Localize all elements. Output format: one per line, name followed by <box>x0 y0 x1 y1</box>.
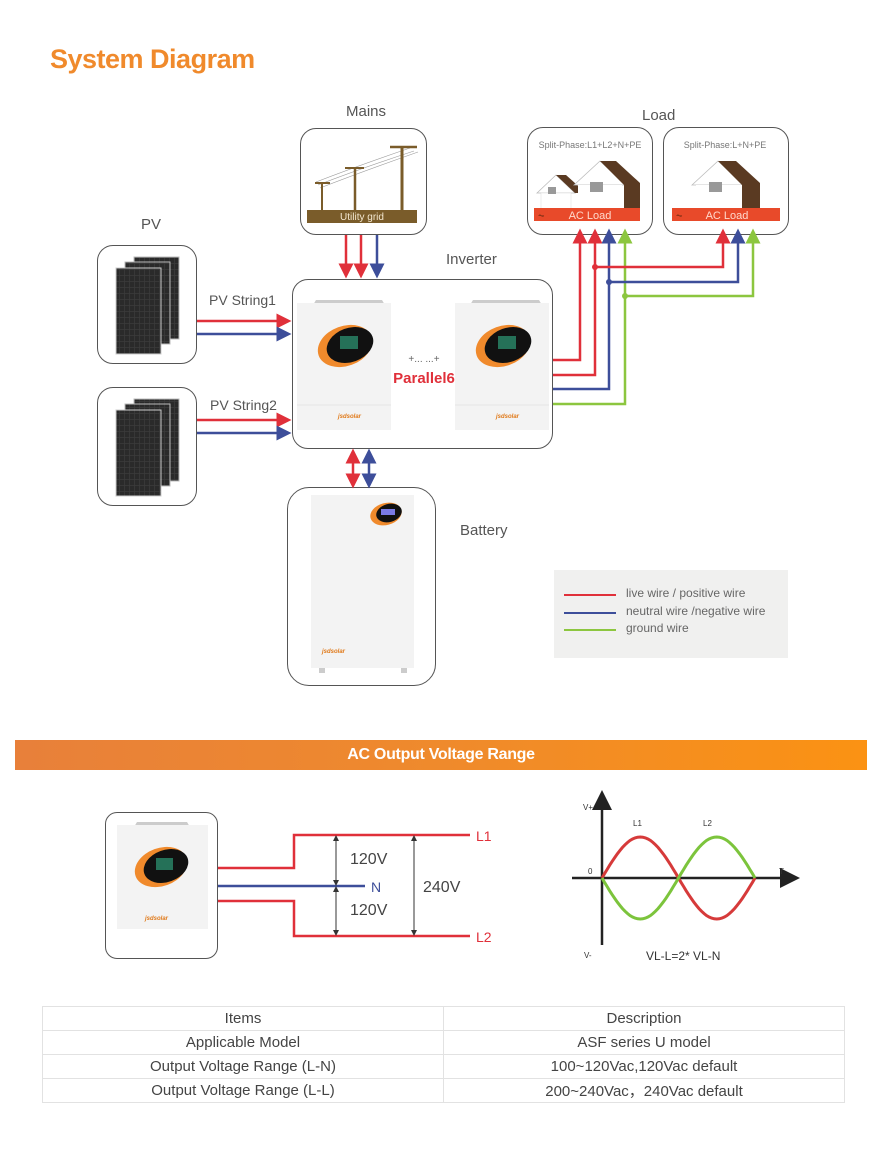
table-cell: Applicable Model <box>42 1030 444 1055</box>
column-header-description: Description <box>443 1006 845 1031</box>
table-cell: ASF series U model <box>443 1030 845 1055</box>
load2-pe-wire <box>625 228 761 298</box>
voltage-total: 240V <box>423 879 461 896</box>
output-l1-wire <box>553 228 588 362</box>
voltage-lower: 120V <box>350 902 388 919</box>
output-pe-wire <box>553 228 633 406</box>
svg-text:jsdsolar: jsdsolar <box>321 649 346 655</box>
l2-label: L2 <box>476 929 492 945</box>
voltage-upper: 120V <box>350 851 388 868</box>
ac-output-svg: jsdsolar L1 N L2 120V 120V 240V V+ V- 0 … <box>117 790 800 963</box>
svg-text:⏦: ⏦ <box>538 211 545 220</box>
inverter-label: Inverter <box>446 251 497 268</box>
voltage-formula: VL-L=2* VL-N <box>646 949 720 963</box>
table-row: Output Voltage Range (L-N) 100~120Vac,12… <box>42 1054 845 1079</box>
table-row: Applicable Model ASF series U model <box>42 1030 845 1055</box>
utility-grid-text: Utility grid <box>340 212 384 223</box>
table-cell: Output Voltage Range (L-N) <box>42 1054 444 1079</box>
load-phase-1: Split-Phase:L1+L2+N+PE <box>539 140 642 150</box>
page-title: System Diagram <box>50 44 255 74</box>
house-icon <box>535 160 640 210</box>
load-phase-2: Split-Phase:L+N+PE <box>684 140 767 150</box>
table-cell: 100~120Vac,120Vac default <box>443 1054 845 1079</box>
v-minus-label: V- <box>584 951 592 960</box>
legend-item-ground: ground wire <box>554 621 788 637</box>
pv-string1-label: PV String1 <box>209 292 276 308</box>
system-diagram-svg: Utility grid ⏦ AC Load Split-Phase:L1+L2… <box>115 140 780 673</box>
zero-label: 0 <box>588 867 593 876</box>
parallel-dots: +... ...+ <box>408 354 439 365</box>
l2-waveform <box>600 835 757 921</box>
battery-unit: jsdsolar <box>311 495 414 673</box>
svg-text:jsdsolar: jsdsolar <box>337 414 362 420</box>
pv-string2-label: PV String2 <box>210 397 277 413</box>
l1-wire <box>218 833 470 870</box>
svg-text:jsdsolar: jsdsolar <box>495 414 520 420</box>
ac-load-text-2: AC Load <box>706 210 749 222</box>
parallel-label: Parallel6 <box>393 370 455 387</box>
table-row: Output Voltage Range (L-L) 200~240Vac，24… <box>42 1078 845 1103</box>
wave-l1-label: L1 <box>633 819 642 828</box>
mains-label: Mains <box>346 103 387 120</box>
ac-load-text-1: AC Load <box>569 210 612 222</box>
wire-legend: live wire / positive wire neutral wire /… <box>554 570 788 658</box>
legend-item-neutral: neutral wire /negative wire <box>554 604 788 620</box>
svg-text:⏦: ⏦ <box>676 211 683 220</box>
utility-grid-icon <box>307 145 419 223</box>
load-label: Load <box>642 107 676 124</box>
table-header-row: Items Description <box>42 1006 845 1031</box>
battery-label: Battery <box>460 522 508 539</box>
svg-text:jsdsolar: jsdsolar <box>144 916 169 922</box>
load2-l-wire <box>595 228 731 269</box>
n-label: N <box>371 879 381 895</box>
output-l2-wire <box>553 228 603 377</box>
spec-table: Items Description Applicable Model ASF s… <box>42 1006 845 1103</box>
legend-item-live: live wire / positive wire <box>554 586 788 602</box>
t-label: T <box>779 867 784 876</box>
v-plus-label: V+ <box>583 803 593 812</box>
l1-label: L1 <box>476 828 492 844</box>
output-n-wire <box>553 228 617 391</box>
load2-n-wire <box>609 228 746 284</box>
inverter-unit-2: jsdsolar <box>455 300 549 430</box>
ac-output-banner: AC Output Voltage Range <box>15 740 867 770</box>
solar-panel-icon <box>115 398 180 497</box>
table-cell: 200~240Vac，240Vac default <box>443 1078 845 1103</box>
ac-load-bar-1 <box>534 208 640 221</box>
inverter-unit-1: jsdsolar <box>297 300 391 430</box>
column-header-items: Items <box>42 1006 444 1031</box>
table-cell: Output Voltage Range (L-L) <box>42 1078 444 1103</box>
inverter-unit-3: jsdsolar <box>117 822 208 929</box>
l2-wire <box>218 899 470 938</box>
wave-l2-label: L2 <box>703 819 712 828</box>
pv-label: PV <box>141 216 162 233</box>
ac-load-bar-2 <box>672 208 780 221</box>
solar-panel-icon <box>115 256 180 355</box>
house-icon <box>690 160 760 209</box>
